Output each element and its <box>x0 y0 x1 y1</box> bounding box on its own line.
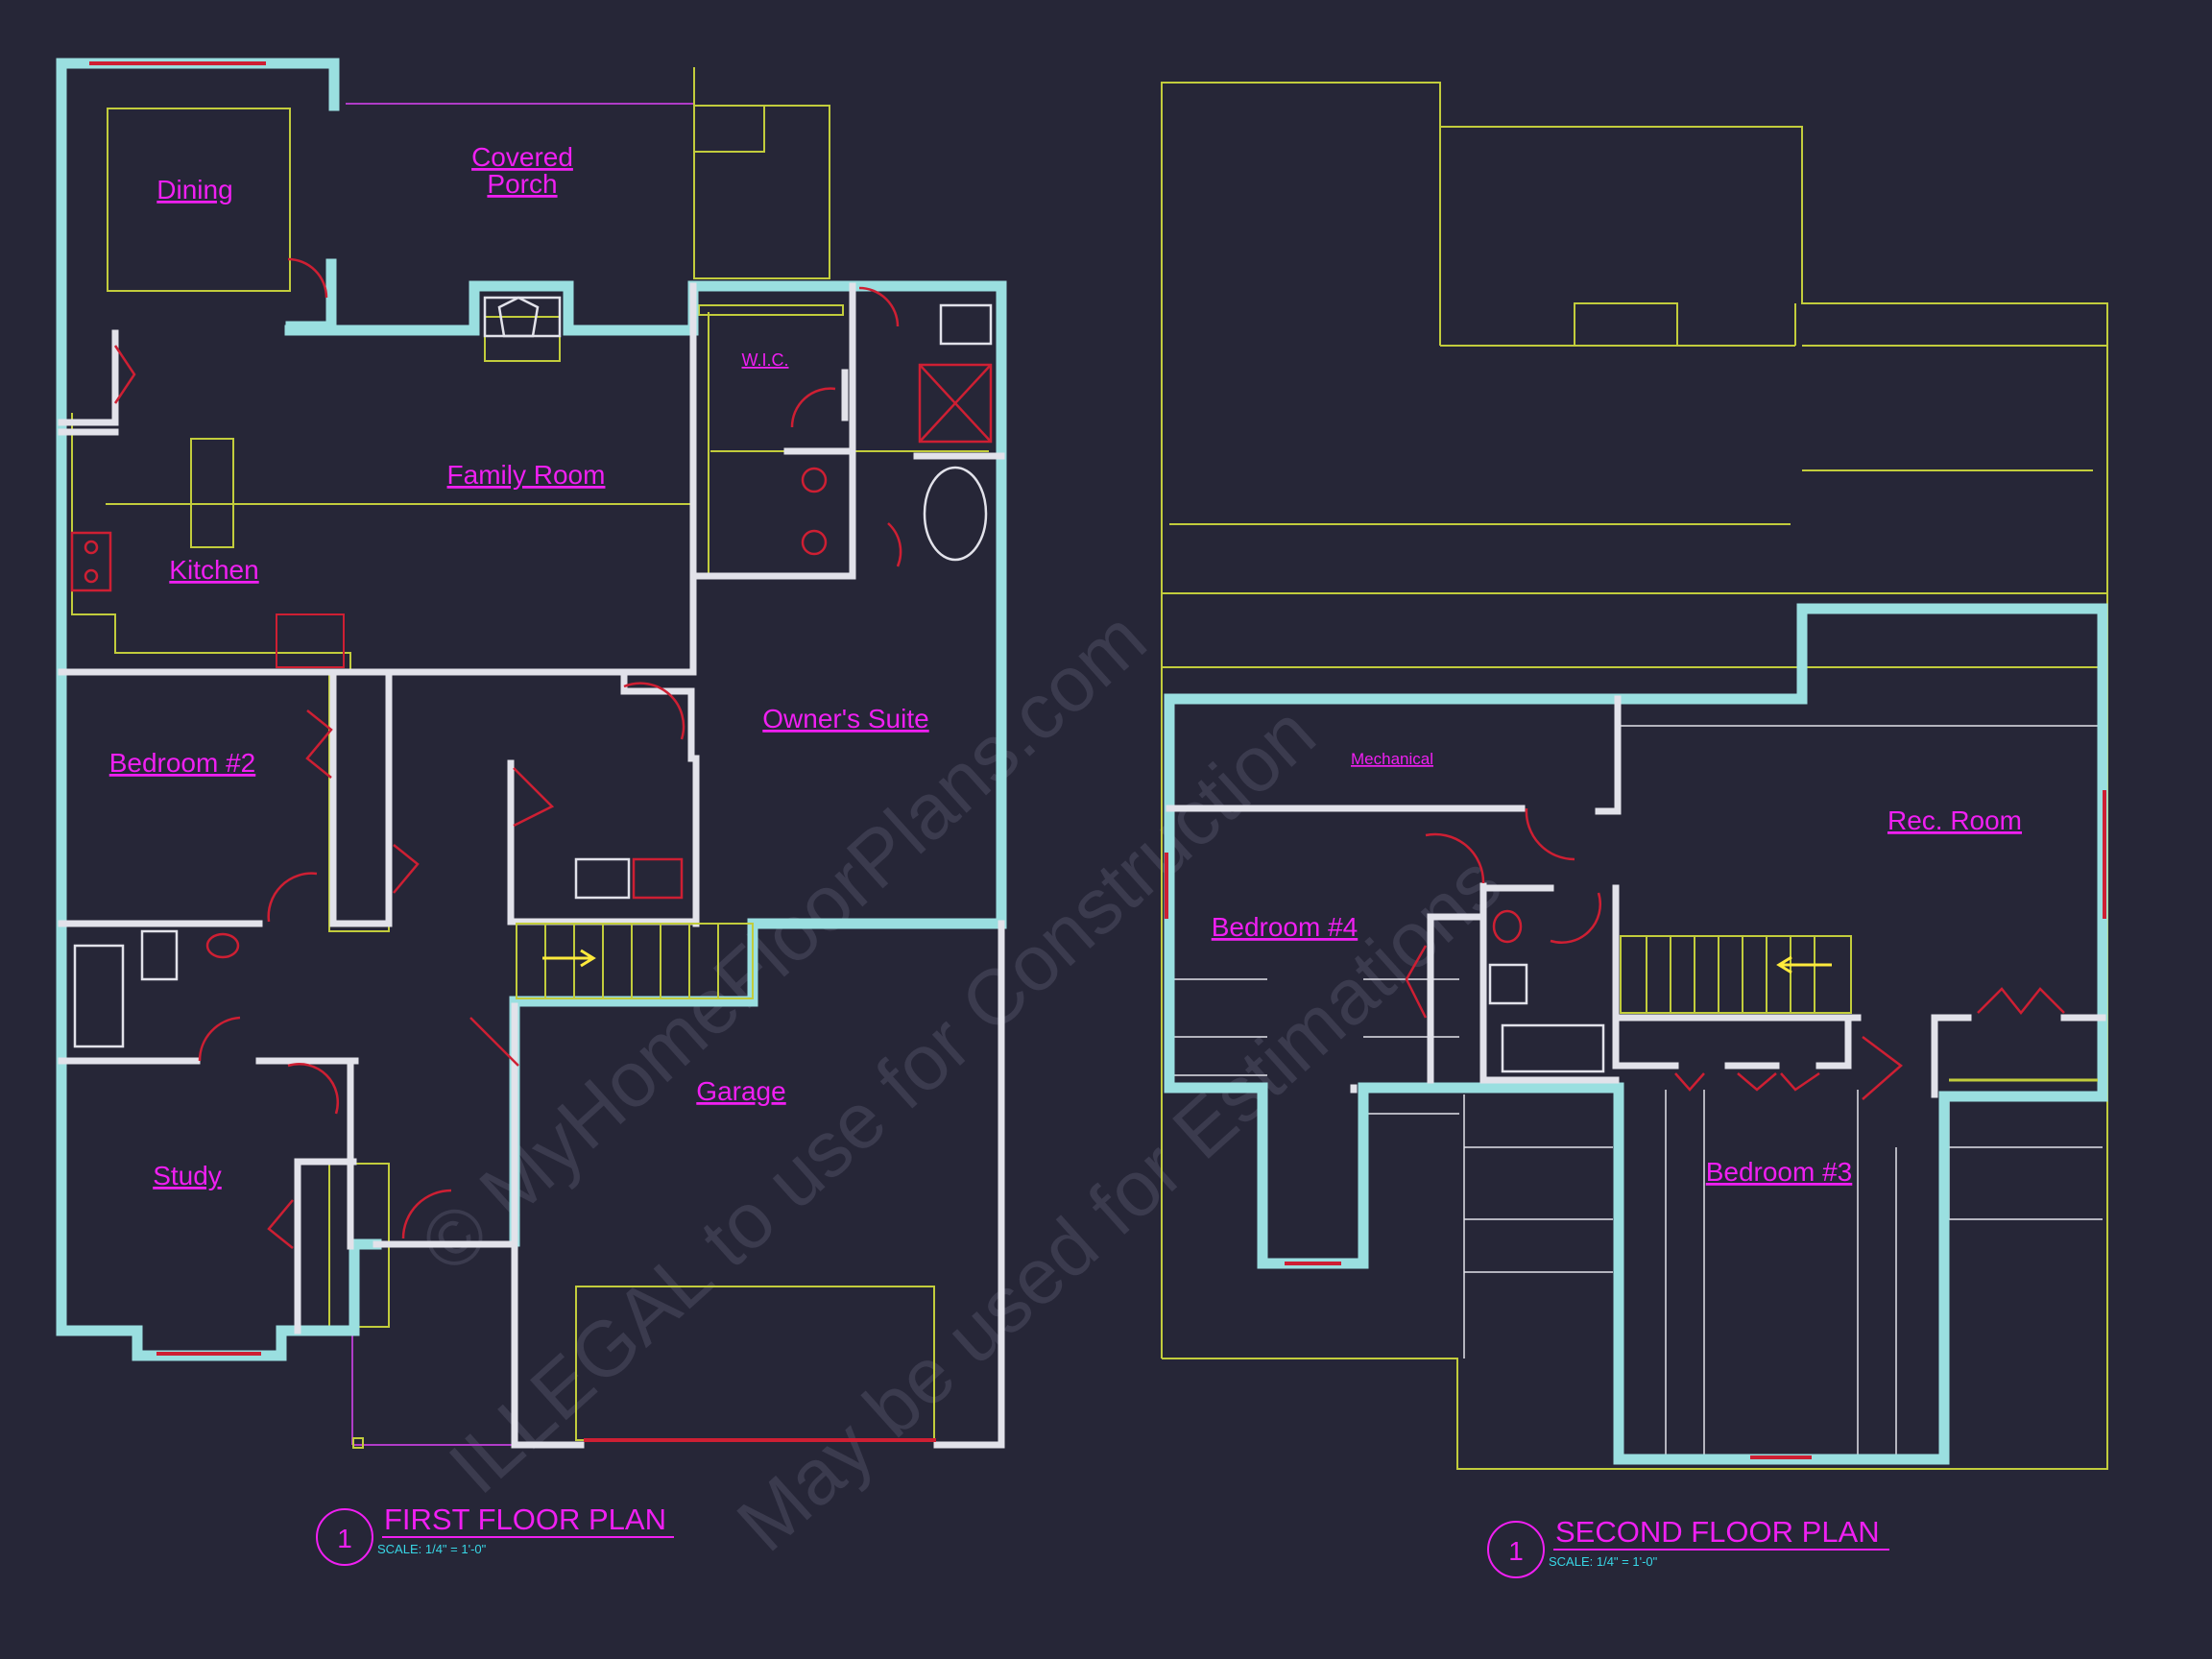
room-label-dining: Dining <box>156 175 232 204</box>
door-swing-icon <box>113 345 136 404</box>
shower-icon <box>918 363 993 444</box>
room-label-covered-porch-2: Porch <box>487 169 557 199</box>
first-floor-title-block: 1 FIRST FLOOR PLAN SCALE: 1/4" = 1'-0" <box>316 1503 674 1566</box>
sink-icon <box>70 531 112 592</box>
sink-icon <box>205 932 240 959</box>
second-floor-fixtures <box>1405 807 2098 1100</box>
first-floor-fixtures <box>70 257 993 1442</box>
first-floor-plan: Dining Covered Porch Family Room Kitchen… <box>56 58 1007 1566</box>
door-swing-icon <box>1525 807 1575 861</box>
second-floor-number: 1 <box>1508 1536 1524 1566</box>
second-floor-labels: Mechanical Rec. Room Bedroom #4 Bedroom … <box>1212 750 2022 1187</box>
first-floor-number: 1 <box>337 1524 352 1553</box>
first-floor-walls <box>56 58 1007 1449</box>
first-floor-labels: Dining Covered Porch Family Room Kitchen… <box>109 142 929 1190</box>
room-label-garage: Garage <box>696 1076 785 1106</box>
stair-arrow-icon <box>542 949 596 968</box>
room-label-bedroom-2: Bedroom #2 <box>109 748 256 778</box>
room-label-study: Study <box>153 1161 222 1190</box>
second-floor-title: SECOND FLOOR PLAN <box>1555 1515 1880 1549</box>
plan-number-circle <box>1487 1521 1545 1578</box>
first-floor-scale: SCALE: 1/4" = 1'-0" <box>377 1542 487 1556</box>
room-label-owners-suite: Owner's Suite <box>762 704 928 733</box>
stair-arrow-icon <box>1776 955 1832 974</box>
room-label-rec-room: Rec. Room <box>1887 805 2022 835</box>
second-floor-title-block: 1 SECOND FLOOR PLAN SCALE: 1/4" = 1'-0" <box>1487 1515 1889 1578</box>
room-label-covered-porch-1: Covered <box>471 142 573 172</box>
toilet-icon <box>939 303 993 346</box>
room-label-family-room: Family Room <box>447 460 606 490</box>
room-label-mechanical: Mechanical <box>1351 750 1433 768</box>
watermark: ILLEGAL to use for Construction © MyHome… <box>404 594 1518 1568</box>
bathtub-icon <box>73 944 125 1048</box>
room-label-bedroom-4: Bedroom #4 <box>1212 912 1358 942</box>
bathtub-icon <box>1501 1023 1605 1073</box>
room-label-wic: W.I.C. <box>742 350 789 370</box>
first-floor-title: FIRST FLOOR PLAN <box>384 1503 666 1536</box>
door-swing-icon <box>623 682 685 740</box>
room-label-bedroom-3: Bedroom #3 <box>1706 1157 1853 1187</box>
room-label-kitchen: Kitchen <box>169 555 258 585</box>
second-floor-plan: Mechanical Rec. Room Bedroom #4 Bedroom … <box>1161 82 2108 1578</box>
sink-icon <box>801 467 828 493</box>
sink-icon <box>1492 909 1523 944</box>
toilet-icon <box>1488 963 1528 1005</box>
plan-number-circle <box>316 1508 373 1566</box>
sink-icon <box>801 529 828 556</box>
second-floor-stair <box>1620 935 1852 1014</box>
door-swing-icon <box>790 387 836 428</box>
door-swing-icon <box>287 257 328 299</box>
first-floor-stair <box>516 923 754 999</box>
bathtub-icon <box>923 466 988 562</box>
second-floor-walls <box>1164 603 2108 1465</box>
washer-icon <box>574 857 631 900</box>
second-floor-scale: SCALE: 1/4" = 1'-0" <box>1549 1554 1658 1569</box>
second-floor-outlines <box>1161 82 2108 1470</box>
toilet-icon <box>140 929 179 981</box>
